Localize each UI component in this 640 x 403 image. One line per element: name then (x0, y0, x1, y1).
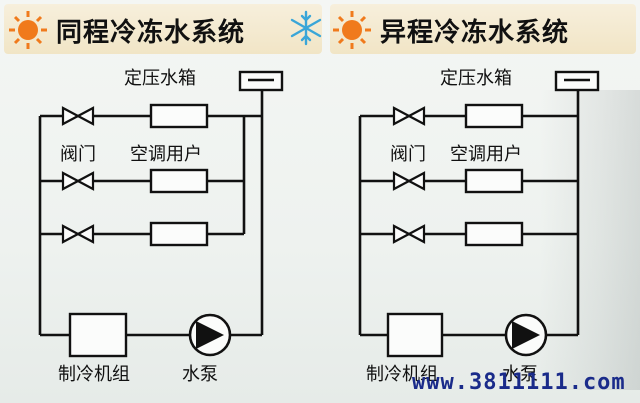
left-chiller (68, 312, 128, 358)
sun-icon-right (333, 11, 371, 49)
right-valve-label: 阀门 (390, 144, 426, 165)
left-ahu-units (149, 103, 209, 247)
right-pump-label: 水泵 (502, 364, 538, 385)
left-pump-label: 水泵 (182, 364, 218, 385)
right-tank-label: 定压水箱 (440, 68, 512, 89)
sun-icon-left (9, 11, 47, 49)
left-ahu-label: 空调用户 (130, 144, 202, 165)
left-tank (238, 70, 284, 92)
snowflake-icon (290, 10, 322, 46)
right-ahu-label: 空调用户 (450, 144, 522, 165)
right-tank (554, 70, 600, 92)
right-chiller (386, 312, 444, 358)
right-title: 异程冷冻水系统 (380, 18, 570, 48)
right-ahu-units (464, 103, 524, 247)
left-chiller-label: 制冷机组 (58, 364, 130, 385)
left-valves (61, 106, 95, 244)
left-title-band (4, 4, 322, 54)
left-tank-label: 定压水箱 (124, 68, 196, 89)
right-title-band (330, 4, 636, 54)
left-valve-label: 阀门 (60, 144, 96, 165)
right-chiller-label: 制冷机组 (366, 364, 438, 385)
left-title: 同程冷冻水系统 (56, 18, 246, 48)
background-photo-overlay (540, 90, 640, 390)
left-pump (188, 313, 232, 357)
right-valves (392, 106, 426, 244)
watermark: www.3811111.com (412, 370, 626, 395)
right-pump (504, 313, 548, 357)
